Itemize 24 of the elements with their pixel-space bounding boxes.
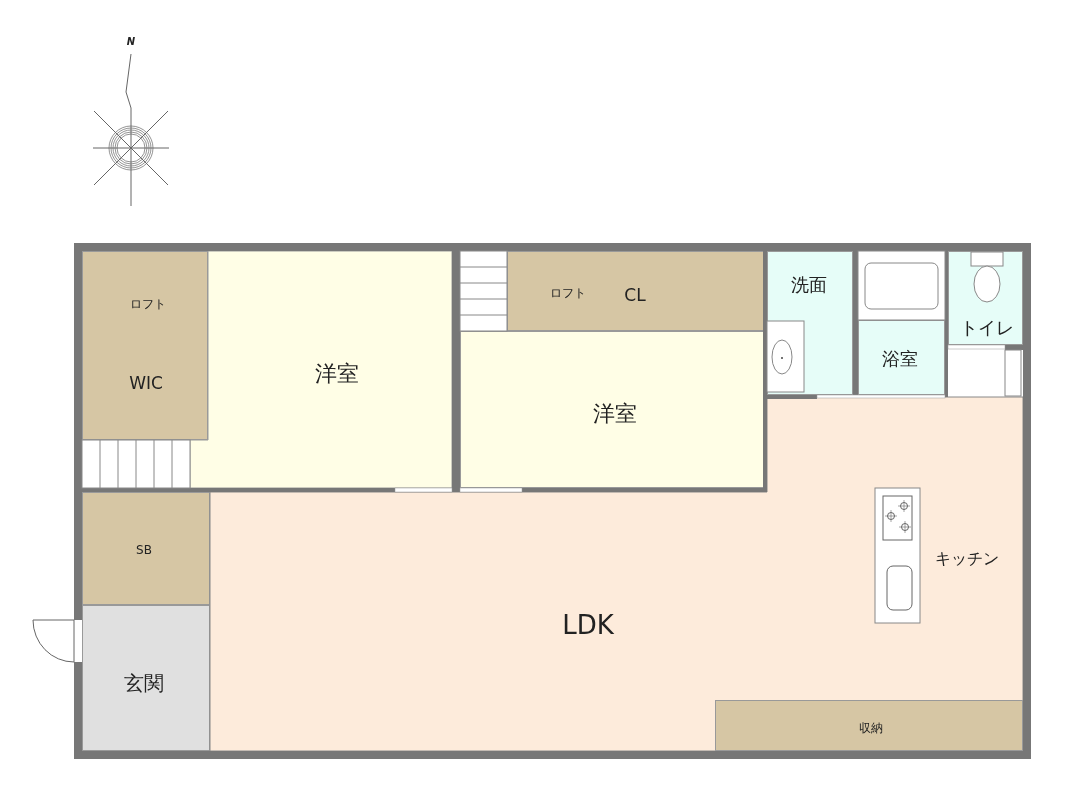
room-label: 玄関 (124, 673, 164, 693)
loft-closet (507, 251, 765, 331)
room-label: ロフト (550, 287, 586, 299)
room-label: 浴室 (882, 350, 918, 368)
room-label: 洋室 (593, 403, 637, 425)
entrance-hall (82, 605, 210, 751)
room-label: トイレ (960, 319, 1014, 337)
north-label: N (126, 37, 136, 47)
room-label: LDK (562, 612, 614, 638)
room-label: 収納 (859, 722, 883, 734)
living-dining-kitchen (210, 397, 1023, 751)
room-label: SB (136, 544, 152, 556)
room-label: CL (624, 286, 646, 304)
room-label: 洗面 (791, 276, 827, 294)
room-label: WIC (129, 374, 163, 392)
bedroom (190, 251, 452, 488)
bathroom (858, 320, 945, 395)
bedroom (460, 331, 765, 488)
kitchen-label: キッチン (935, 551, 999, 567)
room-label: 洋室 (315, 363, 359, 385)
storage-unit (715, 700, 1023, 751)
shoe-storage (82, 492, 210, 605)
room-label: ロフト (130, 298, 166, 310)
closet-room (82, 251, 208, 440)
